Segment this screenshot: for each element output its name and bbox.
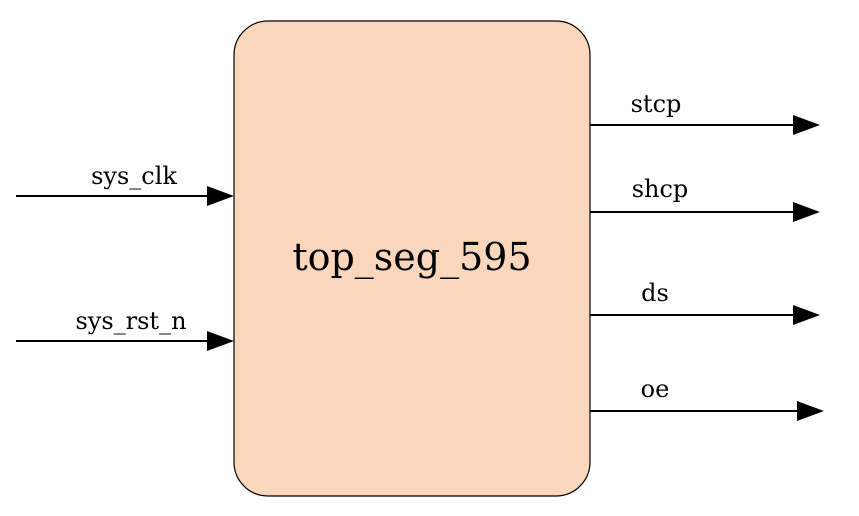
module-name: top_seg_595: [292, 235, 531, 280]
arrow-right-icon: [793, 115, 820, 135]
output-label: ds: [641, 279, 669, 307]
input-port-sys-clk: sys_clk: [16, 162, 234, 206]
arrow-right-icon: [793, 305, 820, 325]
input-label: sys_rst_n: [75, 307, 186, 335]
input-label: sys_clk: [91, 162, 177, 190]
module-box: [233, 20, 591, 497]
arrow-right-icon: [797, 401, 824, 421]
input-port-sys-rst-n: sys_rst_n: [16, 307, 234, 351]
arrow-right-icon: [207, 331, 234, 351]
output-port-stcp: stcp: [590, 90, 820, 135]
module-block: top_seg_595: [233, 20, 591, 497]
output-label: shcp: [632, 175, 689, 203]
arrow-right-icon: [207, 186, 234, 206]
output-port-oe: oe: [590, 375, 824, 421]
output-label: oe: [641, 375, 670, 403]
output-label: stcp: [631, 90, 682, 118]
arrow-right-icon: [793, 202, 820, 222]
output-port-ds: ds: [590, 279, 820, 325]
output-port-shcp: shcp: [590, 175, 820, 222]
